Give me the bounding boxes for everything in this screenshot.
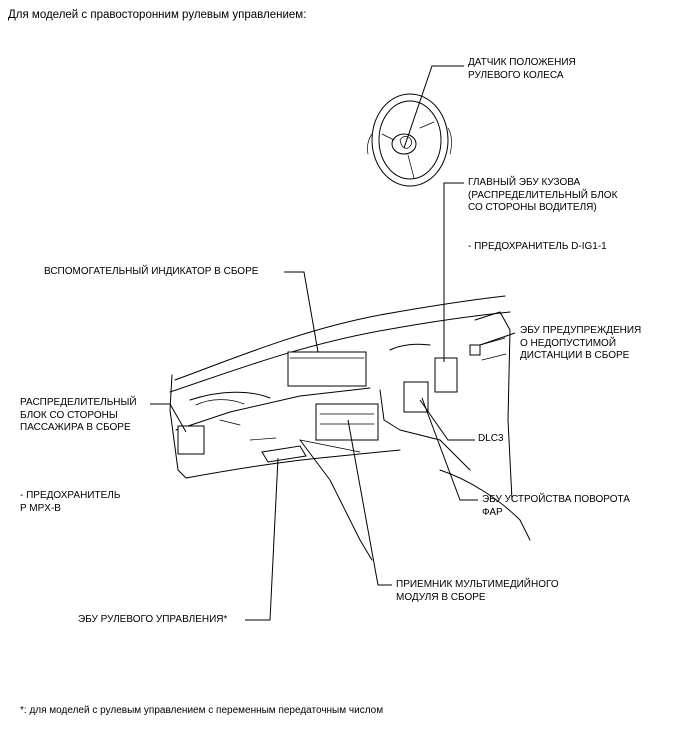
aux-indicator-label: ВСПОМОГАТЕЛЬНЫЙ ИНДИКАТОР В СБОРЕ xyxy=(44,266,259,277)
steering-ecu-part xyxy=(261,445,307,463)
passenger-junction-part xyxy=(177,425,205,455)
main-body-ecu-label: ГЛАВНЫЙ ЭБУ КУЗОВА (РАСПРЕДЕЛИТЕЛЬНЫЙ БЛ… xyxy=(468,177,618,213)
distance-warning-part xyxy=(469,344,481,356)
main-body-ecu-part xyxy=(434,357,458,393)
multimedia-receiver-label: ПРИЕМНИК МУЛЬТИМЕДИЙНОГО МОДУЛЯ В СБОРЕ xyxy=(396,579,559,603)
page-title: Для моделей с правосторонним рулевым упр… xyxy=(8,9,307,21)
steering-sensor-label: ДАТЧИК ПОЛОЖЕНИЯ РУЛЕВОГО КОЛЕСА xyxy=(468,57,576,81)
footnote: *: для моделей с рулевым управлением с п… xyxy=(20,705,384,716)
fuse-p-mpx-label: - ПРЕДОХРАНИТЕЛЬ P MPX-B xyxy=(20,490,121,514)
distance-warning-ecu-label: ЭБУ ПРЕДУПРЕЖДЕНИЯ О НЕДОПУСТИМОЙ ДИСТАН… xyxy=(520,325,642,361)
headlamp-swivel-ecu-label: ЭБУ УСТРОЙСТВА ПОВОРОТА ФАР xyxy=(482,494,630,518)
steering-ecu-label: ЭБУ РУЛЕВОГО УПРАВЛЕНИЯ* xyxy=(78,614,228,625)
leader-lines xyxy=(150,65,516,621)
headlamp-ecu-part xyxy=(403,381,429,413)
passenger-junction-label: РАСПРЕДЕЛИТЕЛЬНЫЙ БЛОК СО СТОРОНЫ ПАССАЖ… xyxy=(20,397,137,433)
multimedia-receiver-part xyxy=(315,403,379,441)
aux-indicator-part xyxy=(287,351,367,387)
fuse-d-ig1-label: - ПРЕДОХРАНИТЕЛЬ D-IG1-1 xyxy=(468,241,607,252)
steering-wheel-drawing xyxy=(367,93,452,187)
dlc3-label: DLC3 xyxy=(478,433,504,444)
